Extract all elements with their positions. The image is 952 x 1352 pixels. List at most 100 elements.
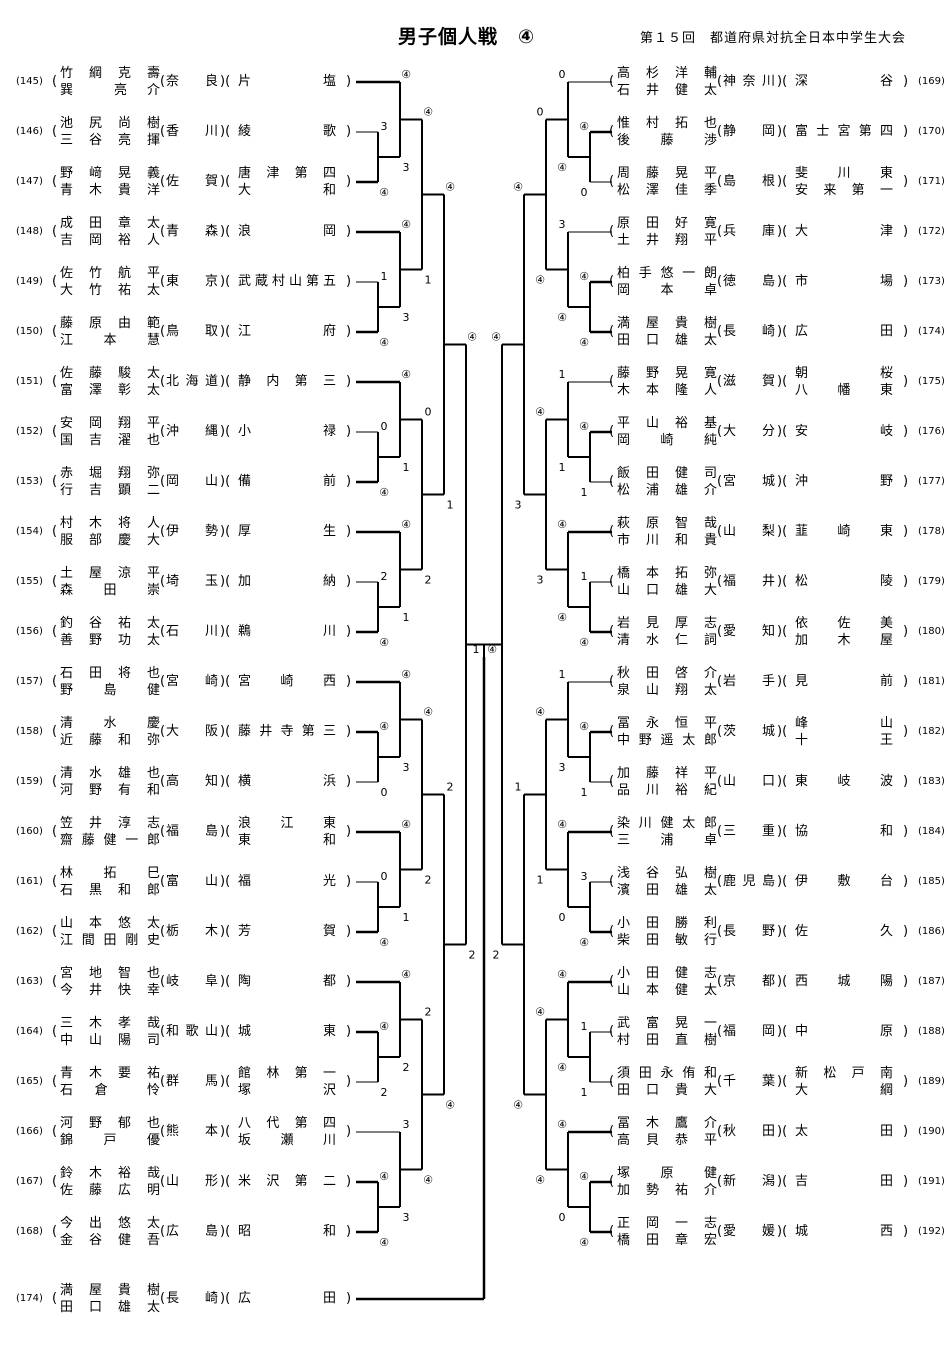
school-line: 浪 岡 bbox=[238, 224, 336, 239]
match-score: ④ bbox=[579, 1170, 589, 1183]
school-name: 横 浜 bbox=[232, 773, 342, 790]
school-name: 佐 久 bbox=[789, 923, 899, 940]
player-name: 村 木 将 人 bbox=[60, 516, 160, 531]
match-score: 0 bbox=[425, 406, 432, 419]
prefecture: 富 山 bbox=[166, 874, 218, 889]
match-score: ④ bbox=[379, 720, 389, 733]
match-score: 0 bbox=[559, 68, 566, 81]
player-names: 今 出 悠 太金 谷 健 吾 bbox=[60, 1215, 160, 1249]
prefecture: 山 口 bbox=[723, 774, 775, 789]
player-name: 佐 藤 駿 太 bbox=[60, 366, 160, 381]
player-name: 小 田 勝 利 bbox=[617, 916, 717, 931]
player-name: 冨 木 鷹 介 bbox=[617, 1116, 717, 1131]
bracket-paren: )( bbox=[220, 874, 231, 889]
school-name: 館 林 第 一塚 沢 bbox=[232, 1065, 342, 1099]
prefecture: 和歌山 bbox=[166, 1024, 218, 1039]
school-name: 江 府 bbox=[232, 323, 342, 340]
school-line: 佐 久 bbox=[795, 924, 893, 939]
bracket-paren: ) bbox=[903, 524, 909, 539]
player-names: 成 田 章 太吉 岡 裕 人 bbox=[60, 215, 160, 249]
school-name: 浪 江 東東 和 bbox=[232, 815, 342, 849]
match-score: ④ bbox=[445, 1099, 455, 1112]
player-name: 三 木 孝 哉 bbox=[60, 1016, 160, 1031]
bracket-paren: ( bbox=[717, 74, 723, 89]
bracket-paren: ) bbox=[346, 524, 352, 539]
player-name: 市 川 和 貴 bbox=[617, 533, 717, 548]
bracket-paren: )( bbox=[220, 474, 231, 489]
bracket-paren: )( bbox=[777, 674, 788, 689]
player-name: 田 口 雄 太 bbox=[60, 1300, 160, 1315]
entry-number: (184) bbox=[918, 826, 945, 837]
prefecture: 石 川 bbox=[166, 624, 218, 639]
bracket-paren: )( bbox=[777, 974, 788, 989]
bracket-paren: ) bbox=[346, 724, 352, 739]
match-score: 0 bbox=[381, 870, 388, 883]
school-name: 浪 岡 bbox=[232, 223, 342, 240]
player-name: 中野遥太郎 bbox=[617, 733, 717, 748]
player-name: 周 藤 晃 平 bbox=[617, 166, 717, 181]
entry-number: (181) bbox=[918, 676, 945, 687]
bracket-paren: ) bbox=[346, 1124, 352, 1139]
player-names: 佐 竹 航 平大 竹 祐 太 bbox=[60, 265, 160, 299]
entry-row: (165)(青 木 要 祐石 倉 怜(群 馬)(館 林 第 一塚 沢) bbox=[0, 1063, 952, 1101]
prefecture: 長 野 bbox=[723, 924, 775, 939]
entry-number: (155) bbox=[16, 576, 43, 587]
bracket-paren: ( bbox=[717, 1074, 723, 1089]
player-name: 錦 戸 優 bbox=[60, 1133, 160, 1148]
bracket-paren: ( bbox=[717, 674, 723, 689]
player-name: 中 山 陽 司 bbox=[60, 1033, 160, 1048]
school-line: 峰 山 bbox=[795, 716, 893, 731]
match-score: 1 bbox=[473, 643, 480, 656]
school-name: 昭 和 bbox=[232, 1223, 342, 1240]
player-name: 佐 藤 広 明 bbox=[60, 1183, 160, 1198]
bracket-paren: ) bbox=[903, 774, 909, 789]
match-score: ④ bbox=[401, 968, 411, 981]
match-score: ④ bbox=[423, 706, 433, 719]
match-score: ④ bbox=[579, 720, 589, 733]
entry-number: (150) bbox=[16, 326, 43, 337]
entry-number: (180) bbox=[918, 626, 945, 637]
school-line: 富士宮第四 bbox=[795, 124, 893, 139]
school-line: 市 場 bbox=[795, 274, 893, 289]
player-name: 河 野 郁 也 bbox=[60, 1116, 160, 1131]
school-line: 広 田 bbox=[238, 1291, 336, 1306]
player-names: 満 屋 貴 樹田 口 雄 太 bbox=[617, 315, 717, 349]
bracket-paren: )( bbox=[220, 424, 231, 439]
school-name: 安 岐 bbox=[789, 423, 899, 440]
match-score: ④ bbox=[401, 668, 411, 681]
entry-row: (149)(佐 竹 航 平大 竹 祐 太(東 京)(武蔵村山第五) bbox=[0, 263, 952, 301]
bracket-paren: ( bbox=[160, 624, 166, 639]
player-names: 安 岡 翔 平国 吉 濯 也 bbox=[60, 415, 160, 449]
player-name: 満 屋 貴 樹 bbox=[60, 1283, 160, 1298]
match-score: ④ bbox=[423, 1174, 433, 1187]
school-line: 武蔵村山第五 bbox=[238, 274, 336, 289]
school-name: 八 代 第 四坂 瀬 川 bbox=[232, 1115, 342, 1149]
player-name: 清 水 慶 bbox=[60, 716, 160, 731]
player-name: 正 岡 一 志 bbox=[617, 1216, 717, 1231]
player-names: 須 田 永 侑 和田 口 貴 大 bbox=[617, 1065, 717, 1099]
entry-row: (168)(今 出 悠 太金 谷 健 吾(広 島)(昭 和) bbox=[0, 1213, 952, 1251]
school-line: 塚 沢 bbox=[238, 1083, 336, 1098]
bracket-paren: )( bbox=[777, 274, 788, 289]
match-score: 3 bbox=[403, 311, 410, 324]
bracket-paren: )( bbox=[777, 174, 788, 189]
bracket-paren: ( bbox=[52, 1074, 58, 1089]
school-line: 坂 瀬 川 bbox=[238, 1133, 336, 1148]
prefecture: 熊 本 bbox=[166, 1124, 218, 1139]
bracket-paren: ( bbox=[160, 1024, 166, 1039]
player-name: 田 口 雄 太 bbox=[617, 333, 717, 348]
bracket-paren: ( bbox=[717, 874, 723, 889]
match-score: 2 bbox=[381, 1086, 388, 1099]
bracket-paren: ) bbox=[903, 974, 909, 989]
player-names: 石 田 将 也野 島 健 bbox=[60, 665, 160, 699]
entry-number: (169) bbox=[918, 76, 945, 87]
player-name: 塚 原 健 bbox=[617, 1166, 717, 1181]
school-name: 伊 敷 台 bbox=[789, 873, 899, 890]
bracket-paren: ) bbox=[346, 974, 352, 989]
school-name: 韮 崎 東 bbox=[789, 523, 899, 540]
bracket-paren: ( bbox=[717, 1224, 723, 1239]
player-name: 今 出 悠 太 bbox=[60, 1216, 160, 1231]
school-line: 十 王 bbox=[795, 733, 893, 748]
prefecture: 栃 木 bbox=[166, 924, 218, 939]
school-name: 唐 津 第 四大 和 bbox=[232, 165, 342, 199]
